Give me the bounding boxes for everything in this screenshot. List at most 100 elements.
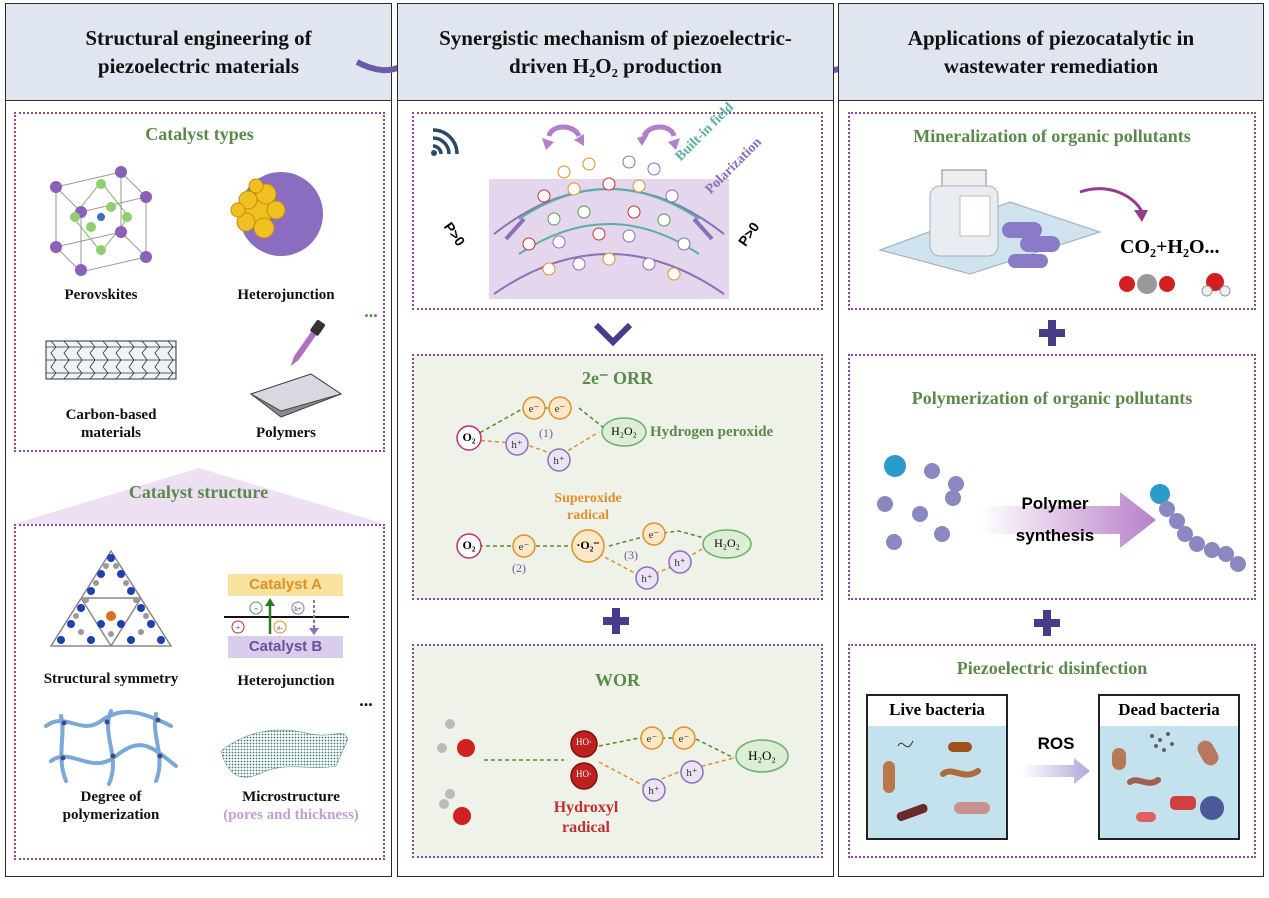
column-applications: Applications of piezocatalytic in wastewa… bbox=[838, 3, 1264, 877]
svg-text:h⁺: h⁺ bbox=[686, 767, 698, 779]
microstructure-label: Microstructure (pores and thickness) bbox=[206, 788, 376, 824]
panel-wor: WOR e⁻e⁻h⁺h⁺ HO· HO· H₂O bbox=[412, 644, 823, 858]
polymer-synthesis-label: Polymer synthesis bbox=[1000, 488, 1110, 552]
catalyst-structure-title: Catalyst structure bbox=[128, 482, 269, 502]
svg-text:e-: e- bbox=[277, 624, 283, 632]
svg-text:h⁺: h⁺ bbox=[674, 557, 686, 569]
plus-icon bbox=[1039, 320, 1065, 346]
column-structural-engineering: Structural engineering of piezoelectric m… bbox=[5, 3, 392, 877]
header-synergistic-mechanism: Synergistic mechanism of piezoelectric-d… bbox=[398, 4, 833, 101]
ho-radical-top: HO· bbox=[576, 737, 592, 747]
orr-pathway-diagram: e⁻e⁻h⁺h⁺ e⁻e⁻h⁺h⁺ bbox=[456, 396, 752, 590]
svg-text:-: - bbox=[255, 603, 258, 613]
heterojunction-label: Heterojunction bbox=[237, 287, 335, 303]
mineralization-title: Mineralization of organic pollutants bbox=[913, 126, 1191, 146]
hydroxyl-radical-label: Hydroxyl radical bbox=[536, 798, 636, 838]
path-1-label: (1) bbox=[539, 426, 553, 440]
orr-o2-top: O₂ bbox=[462, 430, 476, 444]
live-bacteria-label: Live bacteria bbox=[889, 700, 985, 719]
hydrogen-peroxide-label: Hydrogen peroxide bbox=[650, 424, 774, 440]
svg-text:e⁻: e⁻ bbox=[679, 733, 690, 745]
wor-title: WOR bbox=[595, 670, 640, 690]
h2o2-top: H₂O₂ bbox=[611, 424, 637, 438]
structural-symmetry-label: Structural symmetry bbox=[43, 671, 179, 687]
polymer-network-icon bbox=[44, 709, 178, 786]
dead-bacteria-label: Dead bacteria bbox=[1118, 700, 1220, 719]
ros-arrow-icon bbox=[1022, 758, 1090, 784]
h2o2-bottom: H₂O₂ bbox=[714, 536, 740, 550]
catalyst-types-ellipsis: ... bbox=[364, 301, 378, 321]
catalyst-a-label: Catalyst A bbox=[228, 574, 343, 596]
heterojunction-particle-icon bbox=[230, 172, 323, 256]
svg-text:e⁻: e⁻ bbox=[519, 541, 530, 553]
header-line: Structural engineering of bbox=[85, 26, 312, 50]
micro-subline: (pores and thickness) bbox=[223, 807, 359, 823]
panel-disinfection: Piezoelectric disinfection Live bacteria… bbox=[848, 644, 1256, 858]
header-line: Applications of piezocatalytic in bbox=[907, 26, 1195, 50]
dead-bacteria-icon bbox=[1112, 732, 1224, 822]
perovskites-label: Perovskites bbox=[64, 287, 138, 303]
disinfection-title: Piezoelectric disinfection bbox=[956, 658, 1148, 678]
wor-pathway-diagram: e⁻ e⁻ h⁺ h⁺ bbox=[437, 719, 789, 825]
wor-h2o2: H₂O₂ bbox=[748, 748, 776, 763]
orr-o2-bottom: O₂ bbox=[462, 538, 476, 552]
svg-text:e⁻: e⁻ bbox=[649, 529, 660, 541]
panel-catalyst-types: Catalyst types Perovskites bbox=[14, 112, 385, 452]
svg-text:h⁺: h⁺ bbox=[511, 439, 523, 451]
degree-polymerization-label: Degree of polymerization bbox=[36, 788, 186, 824]
svg-text:h⁺: h⁺ bbox=[648, 785, 660, 797]
polymer-line: Polymer bbox=[1021, 494, 1089, 513]
panel-polymerization: Polymerization of organic pollutants Pol… bbox=[848, 354, 1256, 600]
plus-icon bbox=[1034, 610, 1060, 636]
svg-text:h+: h+ bbox=[294, 605, 302, 613]
header-line: Synergistic mechanism of piezoelectric- bbox=[439, 26, 792, 50]
polymer-synthesis-icon bbox=[877, 455, 1246, 572]
panel-orr: 2e⁻ ORR e⁻ e⁻ h⁺ h⁺ bbox=[412, 354, 823, 600]
svg-text:e⁻: e⁻ bbox=[647, 733, 658, 745]
orr-title: 2e⁻ ORR bbox=[582, 368, 653, 388]
svg-text:e⁻: e⁻ bbox=[555, 403, 566, 415]
polymer-film-icon bbox=[249, 319, 343, 418]
microstructure-sheet-icon bbox=[220, 729, 349, 778]
degree-line: polymerization bbox=[62, 807, 160, 823]
polymers-label: Polymers bbox=[256, 425, 316, 441]
carbon-line: Carbon-based bbox=[65, 407, 157, 423]
micro-line: Microstructure bbox=[242, 789, 340, 805]
polymer-line: synthesis bbox=[1015, 526, 1095, 545]
mineralization-products: CO₂+H₂O... bbox=[1120, 236, 1220, 258]
co2-h2o-molecules-icon bbox=[1119, 273, 1231, 297]
superoxide-line: radical bbox=[567, 508, 609, 523]
header-line: piezoelectric materials bbox=[97, 54, 300, 78]
plus-icon bbox=[603, 608, 629, 634]
vibration-wave-icon bbox=[431, 128, 459, 156]
superoxide-line: Superoxide bbox=[554, 491, 622, 506]
pill-bottle-icon bbox=[878, 169, 1148, 275]
polymerization-title: Polymerization of organic pollutants bbox=[911, 388, 1193, 408]
svg-text:e⁻: e⁻ bbox=[529, 403, 540, 415]
header-applications: Applications of piezocatalytic in wastewa… bbox=[839, 4, 1263, 101]
panel-piezo-mechanism: Built-in field Polarization P>0 P>0 bbox=[412, 100, 823, 310]
carbon-nanotube-icon bbox=[45, 340, 177, 380]
header-line: wastewater remediation bbox=[943, 54, 1159, 78]
ho-radical-bottom: HO· bbox=[576, 769, 592, 779]
superoxide-species: ·O₂⁻ bbox=[576, 538, 600, 552]
live-bacteria-box: Live bacteria bbox=[866, 694, 1008, 840]
structural-symmetry-icon bbox=[49, 549, 173, 647]
piezo-bent-plate-icon bbox=[489, 124, 729, 299]
header-structural-engineering: Structural engineering of piezoelectric m… bbox=[6, 4, 391, 101]
junction-interface-icon: - h+ + e- bbox=[224, 598, 349, 635]
hydroxyl-line: Hydroxyl bbox=[553, 799, 619, 816]
catalyst-types-title: Catalyst types bbox=[145, 124, 254, 144]
perovskite-structure-icon bbox=[50, 166, 152, 276]
structure-heterojunction-label: Heterojunction bbox=[237, 673, 335, 689]
degree-line: Degree of bbox=[80, 789, 142, 805]
catalyst-structure-banner-icon bbox=[14, 468, 385, 524]
path-3-label: (3) bbox=[624, 548, 638, 562]
ros-label: ROS bbox=[1037, 734, 1075, 753]
header-line: driven H₂O₂ production bbox=[509, 54, 722, 78]
column-synergistic-mechanism: Synergistic mechanism of piezoelectric-d… bbox=[397, 3, 834, 877]
hydroxyl-line: radical bbox=[562, 819, 610, 836]
dead-bacteria-box: Dead bacteria bbox=[1098, 694, 1240, 840]
svg-text:h⁺: h⁺ bbox=[553, 455, 565, 467]
